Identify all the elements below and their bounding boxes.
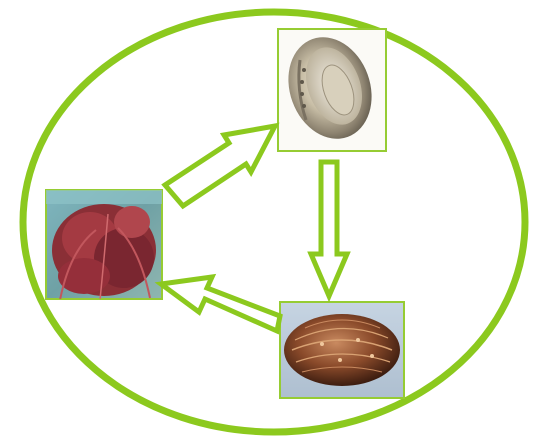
arrow-sea-cucumber-to-seaweed [161, 277, 280, 331]
arrow-abalone-to-sea-cucumber [311, 162, 347, 296]
arrow-seaweed-to-abalone [165, 126, 275, 206]
sea-cucumber-node [280, 302, 404, 398]
seaweed-node [46, 190, 162, 300]
sea-cucumber-photo-icon [284, 314, 400, 386]
abalone-node [275, 25, 386, 151]
